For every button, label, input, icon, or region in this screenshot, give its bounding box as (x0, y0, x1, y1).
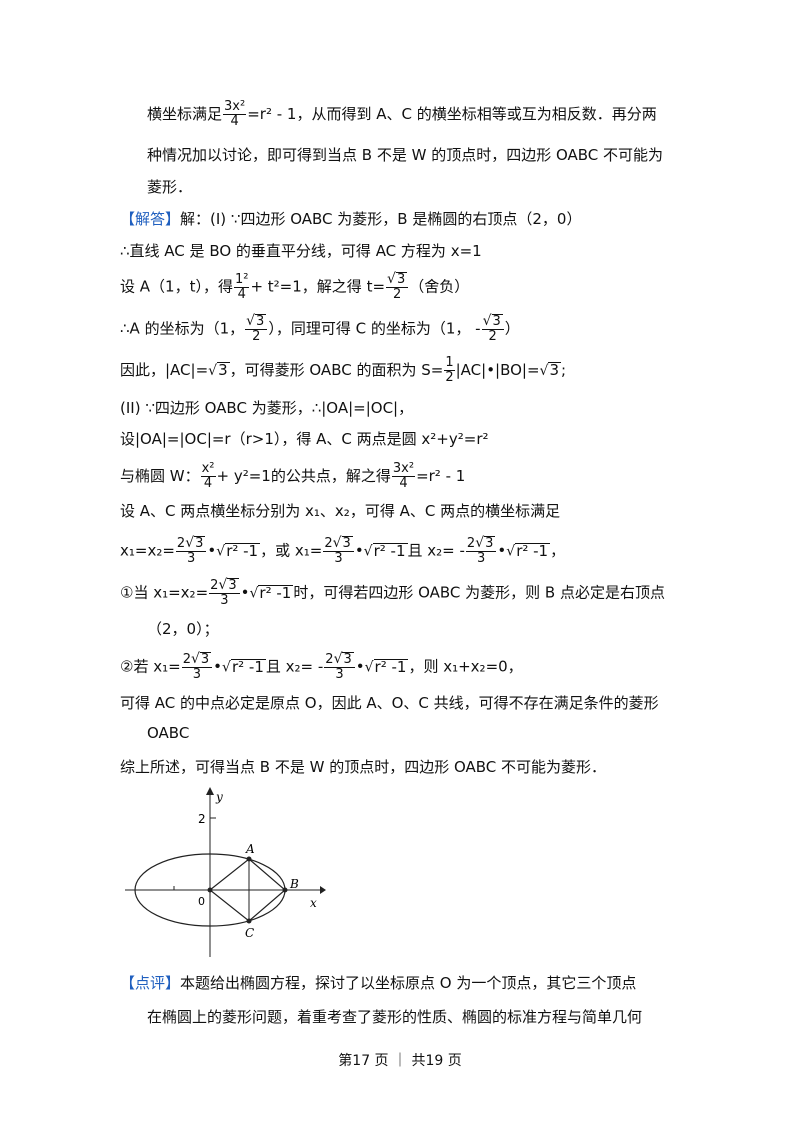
answer-tag: 【解答】 (120, 210, 181, 228)
point-c (246, 918, 252, 924)
ellipse-rhombus-figure: y x 2 0 A B C (125, 787, 326, 957)
text-line: ∴直线 AC 是 BO 的垂直平分线，可得 AC 方程为 x=1 (120, 242, 482, 260)
label-a: A (245, 842, 255, 856)
text-line: 在椭圆上的菱形问题，着重考查了菱形的性质、椭圆的标准方程与简单几何 (147, 1008, 643, 1026)
point-a (246, 856, 252, 862)
text-line: 设 A、C 两点横坐标分别为 x₁、x₂，可得 A、C 两点的横坐标满足 (120, 502, 561, 520)
point-o (207, 887, 213, 893)
page-footer: 第17 页 ｜ 共19 页 (338, 1053, 462, 1069)
y-label: y (215, 790, 223, 804)
label-b: B (289, 877, 299, 891)
text-line: 可得 AC 的中点必定是原点 O，因此 A、O、C 共线，可得不存在满足条件的菱… (120, 694, 659, 712)
origin-label: 0 (198, 895, 205, 908)
review-tag: 【点评】 (120, 974, 181, 992)
point-b (282, 887, 288, 893)
y-axis-arrow (206, 787, 214, 795)
x-axis-arrow (320, 886, 326, 894)
x-label: x (310, 896, 317, 910)
label-c: C (245, 926, 254, 940)
text-line: 种情况加以讨论，即可得到当点 B 不是 W 的顶点时，四边形 OABC 不可能为 (147, 146, 664, 164)
text-line: OABC (147, 724, 190, 742)
text-line: (II) ∵四边形 OABC 为菱形，∴|OA|=|OC|， (120, 399, 414, 417)
review-heading: 【点评】本题给出椭圆方程，探讨了以坐标原点 O 为一个顶点，其它三个顶点 (120, 974, 637, 992)
tick-label-2: 2 (198, 812, 206, 826)
answer-heading: 【解答】解：(I) ∵四边形 OABC 为菱形，B 是椭圆的右顶点（2，0） (120, 210, 582, 228)
text-line: 设|OA|=|OC|=r（r>1），得 A、C 两点是圆 x²+y²=r² (120, 430, 489, 448)
text-line: 综上所述，可得当点 B 不是 W 的顶点时，四边形 OABC 不可能为菱形． (120, 758, 607, 776)
text-line: 菱形． (147, 178, 193, 196)
text-line: （2，0）； (147, 620, 219, 638)
